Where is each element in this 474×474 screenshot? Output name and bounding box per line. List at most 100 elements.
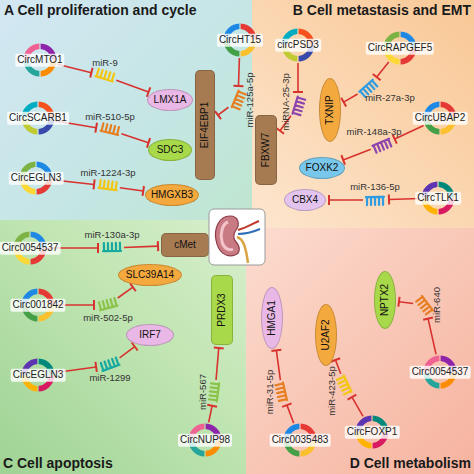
circrna-label: Circ0054537	[0, 242, 60, 255]
target-gene: LMX1A	[147, 89, 193, 111]
mirna-comb-group	[209, 382, 219, 401]
gene-label: SDC3	[157, 145, 184, 156]
mirna-comb-group	[100, 357, 120, 371]
mirna-symbol: miR-148a-3p	[371, 134, 393, 156]
circrna-label: Circ0054537	[410, 366, 471, 379]
circrna-ring: circPSD3	[281, 28, 315, 62]
mirna-label: miR-27a-3p	[365, 93, 415, 103]
circrna-ring: CircNUP98	[188, 423, 222, 457]
gene-label: IRF7	[139, 330, 161, 341]
mirna-symbol: miR-9	[94, 65, 116, 87]
gene-label: U2AF2	[321, 319, 332, 350]
panel-region: D Cell metabolismCirc0035483miR-31-5pHMG…	[246, 228, 474, 474]
circrna-ring: CircMTO1	[23, 43, 57, 77]
gene-label: NPTX2	[380, 284, 391, 316]
target-gene: PRDX3	[211, 275, 233, 345]
panel-title: A Cell proliferation and cycle	[4, 3, 196, 18]
mirna-comb-teeth	[337, 376, 352, 396]
mirna-comb-group	[96, 69, 116, 82]
circrna-ring: Circ001842	[21, 288, 55, 322]
circrna-label: CircNUP98	[178, 434, 232, 447]
mirna-symbol: miR-640	[414, 294, 436, 316]
panel-region: A Cell proliferation and cycleCircMTO1 mi…	[0, 0, 252, 220]
mirna-comb-teeth	[416, 296, 433, 315]
mirna-comb	[99, 119, 121, 141]
gene-label: SLC39A14	[126, 270, 174, 281]
mirna-comb-group	[416, 296, 433, 315]
mirna-comb-teeth	[293, 97, 306, 117]
panel-region: B Cell metastasis and EMT circPSD3 miRNA-2…	[252, 0, 474, 228]
circrna-label: CircFOXP1	[345, 426, 400, 439]
mirna-comb-teeth	[99, 180, 118, 190]
mirna-symbol: miR-502-5p	[97, 294, 119, 316]
circrna-ring: CircFOXP1	[355, 415, 389, 449]
mirna-symbol: miRNA-25-3p	[287, 95, 309, 117]
gene-label: FBXW7	[261, 133, 272, 167]
target-gene: CBX4	[284, 189, 326, 211]
panel-title: B Cell metastasis and EMT	[293, 3, 471, 18]
mirna-comb-group	[103, 243, 121, 251]
gene-label: TXNIP	[325, 95, 336, 124]
circrna-ring: CircTLK1	[421, 181, 455, 215]
mirna-symbol: miR-31-5p	[271, 381, 293, 403]
circrna-label: CircHT15	[217, 34, 263, 47]
mirna-comb-group	[366, 197, 384, 205]
target-gene: cMet	[161, 233, 209, 257]
mirna-label: miR-136-5p	[350, 182, 400, 192]
circrna-ring: CircUBAP2	[423, 101, 457, 135]
circrna-label: CircEGLN3	[9, 172, 64, 185]
mirna-comb-group	[101, 123, 120, 135]
circrna-label: CircEGLN3	[11, 369, 66, 382]
target-gene: FBXW7	[255, 115, 277, 185]
mirna-label: miR-502-5p	[83, 313, 133, 323]
circrna-ring: Circ0054537	[13, 231, 47, 265]
kidney-shape	[216, 216, 240, 256]
mirna-symbol: miR-125a-5p	[227, 89, 249, 111]
mirna-symbol: miR-567	[204, 381, 226, 403]
renal-vein	[238, 229, 260, 234]
mirna-comb-teeth	[275, 383, 287, 402]
mirna-comb-teeth	[209, 382, 219, 401]
kidney-frame	[209, 209, 265, 265]
mirna-symbol: miR-510-5p	[99, 119, 121, 141]
circrna-label: circPSD3	[275, 39, 321, 52]
mirna-symbol: miR-130a-3p	[101, 237, 123, 259]
mirna-label: miR-31-5p	[265, 370, 275, 414]
mirna-comb-group	[232, 91, 246, 111]
gene-label: LMX1A	[154, 95, 187, 106]
mirna-comb-group	[293, 97, 306, 117]
gene-label: HMGXB3	[151, 190, 193, 201]
circrna-ring: Circ0035483	[283, 423, 317, 457]
circrna-label: CircSCARB1	[7, 112, 69, 125]
mirna-comb-teeth	[103, 243, 121, 251]
mirna-comb-teeth	[366, 197, 384, 205]
kidney-cortex	[221, 222, 233, 250]
gene-label: cMet	[174, 240, 196, 251]
mirna-label: miR-567	[198, 374, 208, 410]
mirna-comb-teeth	[373, 139, 393, 153]
target-gene: NPTX2	[374, 271, 396, 329]
gene-label: FOXK2	[306, 163, 339, 174]
mirna-comb	[97, 175, 119, 197]
target-gene: HMGA1	[261, 287, 283, 349]
mirna-comb-group	[99, 180, 118, 190]
mirna-label: miR-148a-3p	[347, 127, 402, 137]
mirna-comb-group	[337, 376, 352, 396]
target-gene: SLC39A14	[118, 264, 182, 286]
circrna-label: CircMTO1	[15, 54, 64, 67]
mirna-symbol: miR-27a-3p	[357, 77, 379, 99]
gene-label: PRDX3	[217, 293, 228, 326]
mirna-comb-teeth	[101, 123, 120, 135]
mirna-label: miR-1224-3p	[81, 168, 136, 178]
mirna-comb	[101, 237, 123, 259]
gene-label: CBX4	[292, 195, 318, 206]
circrna-ring: CircHT15	[223, 23, 257, 57]
gene-label: EIF4EBP1	[200, 102, 211, 149]
mirna-symbol: miR-1224-3p	[97, 175, 119, 197]
mirna-label: miR-130a-3p	[85, 230, 140, 240]
mirna-label: miR-423-5p	[327, 366, 337, 416]
mirna-comb	[334, 374, 356, 396]
renal-artery	[238, 221, 259, 230]
target-gene: U2AF2	[315, 304, 337, 366]
target-gene: FOXK2	[299, 157, 345, 179]
